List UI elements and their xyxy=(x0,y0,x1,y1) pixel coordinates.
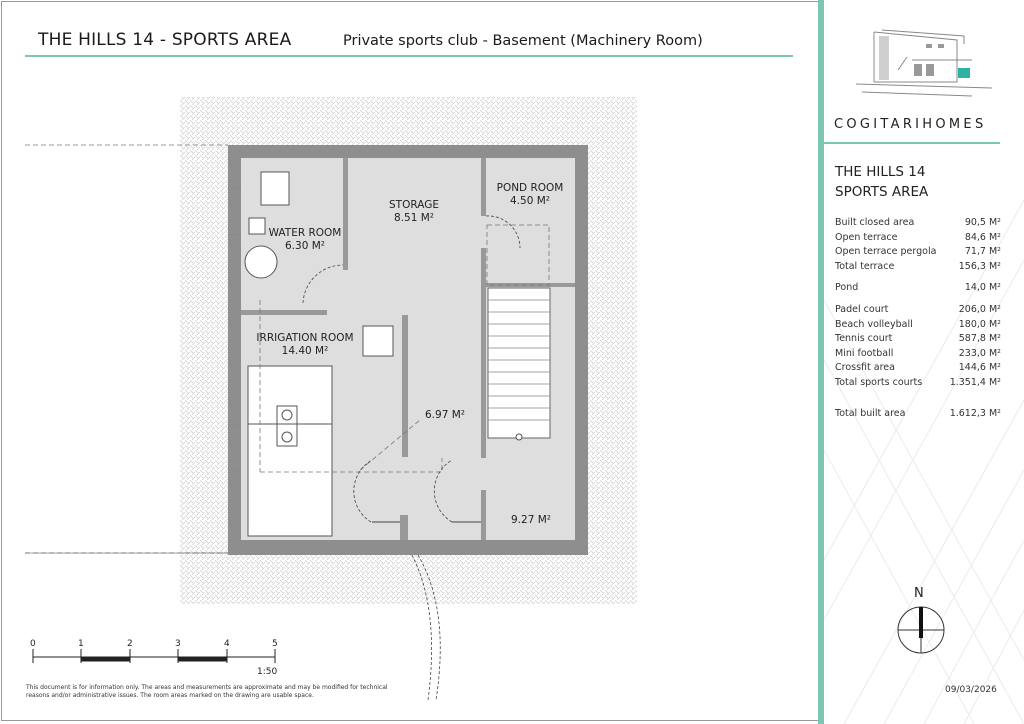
scale-tick-0: 0 xyxy=(30,639,36,649)
scale-tick-5: 5 xyxy=(272,639,278,649)
brand-divider xyxy=(824,142,1000,144)
room-pond-name: POND ROOM xyxy=(496,182,564,194)
spec-row-open-terrace-pergola: Open terrace pergola 71,7 M² xyxy=(835,246,1001,261)
room-storage-label: STORAGE 8.51 M² xyxy=(380,199,448,225)
north-arrow-icon xyxy=(897,606,945,654)
spec-row-total-built: Total built area 1.612,3 M² xyxy=(835,408,1001,423)
spec-value: 84,6 M² xyxy=(964,231,1001,243)
spec-value: 90,5 M² xyxy=(964,217,1001,228)
spec-label: Open terrace xyxy=(835,231,898,243)
spec-label: Total terrace xyxy=(835,260,895,272)
spec-value: 206,0 M² xyxy=(958,303,1001,315)
spec-label: Beach volleyball xyxy=(835,318,913,330)
brand-name: COGITARIHOMES xyxy=(834,117,987,132)
stair-start-marker xyxy=(515,433,523,441)
spec-value: 587,8 M² xyxy=(958,333,1001,345)
document-date: 09/03/2026 xyxy=(945,685,997,695)
door-swings xyxy=(302,215,521,701)
irrigation-room-fixtures xyxy=(247,325,394,537)
page-subtitle: Private sports club - Basement (Machiner… xyxy=(343,33,703,49)
spec-value: 144,6 M² xyxy=(958,362,1001,374)
spec-label: Total built area xyxy=(835,407,906,419)
north-label: N xyxy=(914,586,924,601)
room-irrigation-label: IRRIGATION ROOM 14.40 M² xyxy=(253,332,357,358)
stair-treads xyxy=(488,299,550,421)
room-storage-name: STORAGE xyxy=(389,199,439,211)
room-water-area: 6.30 M² xyxy=(285,240,325,252)
spec-value: 71,7 M² xyxy=(964,246,1001,258)
scale-tick-1: 1 xyxy=(78,639,84,649)
room-irrigation-name: IRRIGATION ROOM xyxy=(256,332,354,344)
stair xyxy=(487,287,551,439)
area-summary: Built closed area 90,5 M² Open terrace 84,… xyxy=(835,217,1001,422)
wall-ticks xyxy=(228,187,241,471)
room-water-name: WATER ROOM xyxy=(268,227,342,239)
spec-value: 233,0 M² xyxy=(958,347,1001,359)
spec-row-tennis: Tennis court 587,8 M² xyxy=(835,333,1001,348)
spec-row-open-terrace: Open terrace 84,6 M² xyxy=(835,232,1001,247)
water-room-fixtures xyxy=(244,171,290,279)
scale-tick-2: 2 xyxy=(127,639,133,649)
title-divider xyxy=(25,55,793,57)
spec-value: 14,0 M² xyxy=(964,282,1001,294)
side-accent-strip xyxy=(818,0,824,724)
spec-row-total-sports: Total sports courts 1.351,4 M² xyxy=(835,377,1001,392)
spec-value: 180,0 M² xyxy=(958,318,1001,330)
spec-value: 156,3 M² xyxy=(958,260,1001,272)
room-irrigation-area: 14.40 M² xyxy=(281,345,329,357)
spec-row-crossfit: Crossfit area 144,6 M² xyxy=(835,362,1001,377)
room-water-label: WATER ROOM 6.30 M² xyxy=(267,227,343,253)
spec-label: Crossfit area xyxy=(835,362,895,374)
spec-label: Pond xyxy=(835,282,859,294)
spec-row-padel: Padel court 206,0 M² xyxy=(835,304,1001,319)
spec-label: Open terrace pergola xyxy=(835,246,937,258)
room-stair-hall-area: 9.27 M² xyxy=(511,514,551,526)
side-panel-pattern xyxy=(824,199,1024,724)
spec-label: Total sports courts xyxy=(835,376,923,388)
spec-value: 1.612,3 M² xyxy=(949,407,1001,419)
project-title: THE HILLS 14 SPORTS AREA xyxy=(835,162,928,202)
spec-row-mini-football: Mini football 233,0 M² xyxy=(835,348,1001,363)
spec-label: Built closed area xyxy=(835,217,915,228)
scale-tick-3: 3 xyxy=(175,639,181,649)
project-title-line-2: SPORTS AREA xyxy=(835,184,929,200)
spec-spacer xyxy=(835,275,1001,282)
page-title: THE HILLS 14 - SPORTS AREA xyxy=(38,30,292,50)
spec-row-built-closed: Built closed area 90,5 M² xyxy=(835,217,1001,232)
scale-ratio: 1:50 xyxy=(257,667,278,677)
spec-row-beach-volleyball: Beach volleyball 180,0 M² xyxy=(835,319,1001,334)
spec-label: Tennis court xyxy=(835,333,893,345)
room-pond-label: POND ROOM 4.50 M² xyxy=(494,182,566,208)
room-pond-area: 4.50 M² xyxy=(510,195,550,207)
spec-label: Padel court xyxy=(835,303,889,315)
disclaimer: This document is for information only. T… xyxy=(26,684,388,699)
room-storage-area: 8.51 M² xyxy=(394,212,434,224)
spec-value: 1.351,4 M² xyxy=(949,376,1001,388)
floor-plan xyxy=(25,97,637,701)
spec-row-pond: Pond 14,0 M² xyxy=(835,282,1001,297)
scale-bar-graphic xyxy=(32,649,276,663)
spec-spacer xyxy=(835,392,1001,408)
side-panel xyxy=(824,0,1024,724)
company-logo-house xyxy=(855,29,993,97)
spec-label: Mini football xyxy=(835,347,894,359)
project-title-line-1: THE HILLS 14 xyxy=(835,164,926,180)
room-corridor-area: 6.97 M² xyxy=(425,409,465,421)
spec-row-total-terrace: Total terrace 156,3 M² xyxy=(835,261,1001,276)
scale-tick-4: 4 xyxy=(224,639,230,649)
spec-spacer xyxy=(835,297,1001,304)
